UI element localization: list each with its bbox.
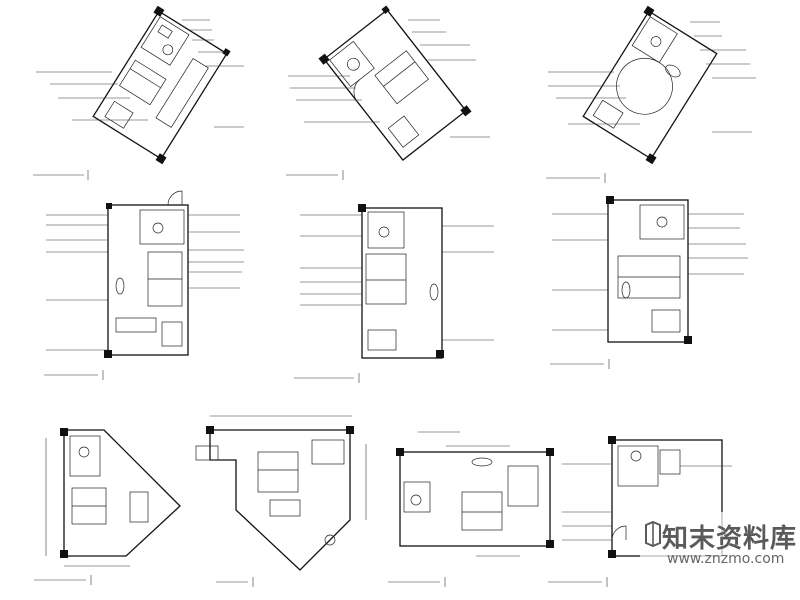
plan-2 — [318, 5, 472, 161]
plan-1-leaders — [33, 19, 244, 180]
plan-3 — [582, 5, 718, 165]
plan-3-leaders — [546, 21, 756, 183]
watermark-logo-backdrop — [640, 512, 792, 596]
plan-6 — [550, 196, 748, 369]
plan-1 — [92, 5, 231, 165]
plan-4 — [44, 190, 244, 380]
plan-9 — [388, 431, 554, 587]
plan-2-leaders — [286, 19, 490, 180]
plan-7 — [34, 428, 181, 585]
watermark-url: www.znzmo.com — [667, 551, 785, 567]
watermark-logo-icon — [645, 521, 661, 547]
plan-8 — [195, 415, 367, 587]
watermark-brand: 知末资料库 — [662, 524, 798, 554]
plan-5 — [294, 204, 494, 383]
